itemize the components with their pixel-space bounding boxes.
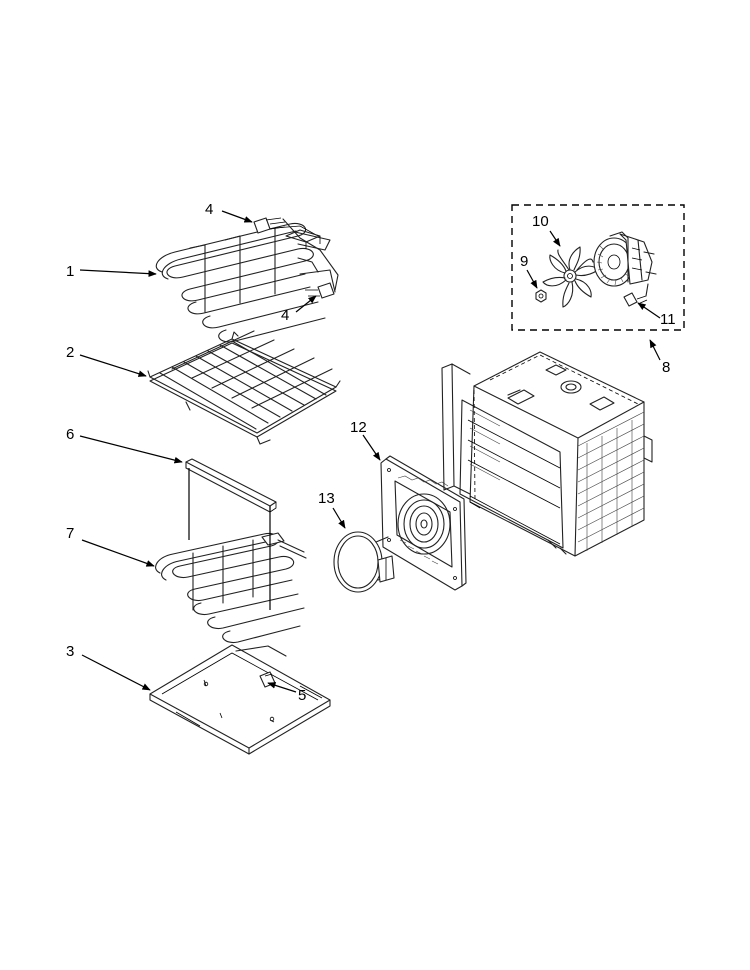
motor-screw-part-11[interactable] bbox=[623, 283, 649, 307]
callout-13: 13 bbox=[318, 490, 335, 507]
callout-1: 1 bbox=[66, 263, 74, 280]
bake-element-shield-part-6[interactable] bbox=[185, 458, 277, 540]
fan-nut-part-9[interactable] bbox=[535, 289, 547, 303]
callout-11: 11 bbox=[660, 311, 676, 328]
callout-4-upper: 4 bbox=[205, 201, 213, 218]
fan-motor[interactable] bbox=[593, 231, 657, 287]
callout-9: 9 bbox=[520, 253, 528, 270]
callout-10: 10 bbox=[532, 213, 549, 230]
callout-8: 8 bbox=[662, 359, 670, 376]
callout-3: 3 bbox=[66, 643, 74, 660]
broil-bracket bbox=[285, 229, 321, 249]
leader-lines bbox=[79, 210, 661, 693]
terminal-screw-upper[interactable] bbox=[253, 217, 339, 291]
fan-blade-part-10[interactable] bbox=[542, 246, 599, 308]
oven-bottom-panel-part-3[interactable] bbox=[149, 644, 331, 755]
callout-2: 2 bbox=[66, 344, 74, 361]
callout-4-lower: 4 bbox=[281, 307, 289, 324]
callout-6: 6 bbox=[66, 426, 74, 443]
convection-fan-cover-part-12[interactable] bbox=[380, 455, 467, 591]
oven-cavity[interactable] bbox=[441, 351, 653, 557]
fan-motor-assembly-box-part-8[interactable] bbox=[511, 204, 685, 331]
callout-labels: 1 4 4 2 6 7 3 5 12 13 10 9 11 8 bbox=[66, 201, 676, 704]
bake-element-part-7[interactable] bbox=[155, 506, 307, 644]
convection-element-part-13[interactable] bbox=[333, 531, 395, 593]
terminal-screw-lower[interactable] bbox=[297, 257, 335, 299]
callout-12: 12 bbox=[350, 419, 367, 436]
callout-7: 7 bbox=[66, 525, 74, 542]
oven-rack-part-2[interactable] bbox=[147, 330, 341, 445]
callout-5: 5 bbox=[298, 687, 306, 704]
